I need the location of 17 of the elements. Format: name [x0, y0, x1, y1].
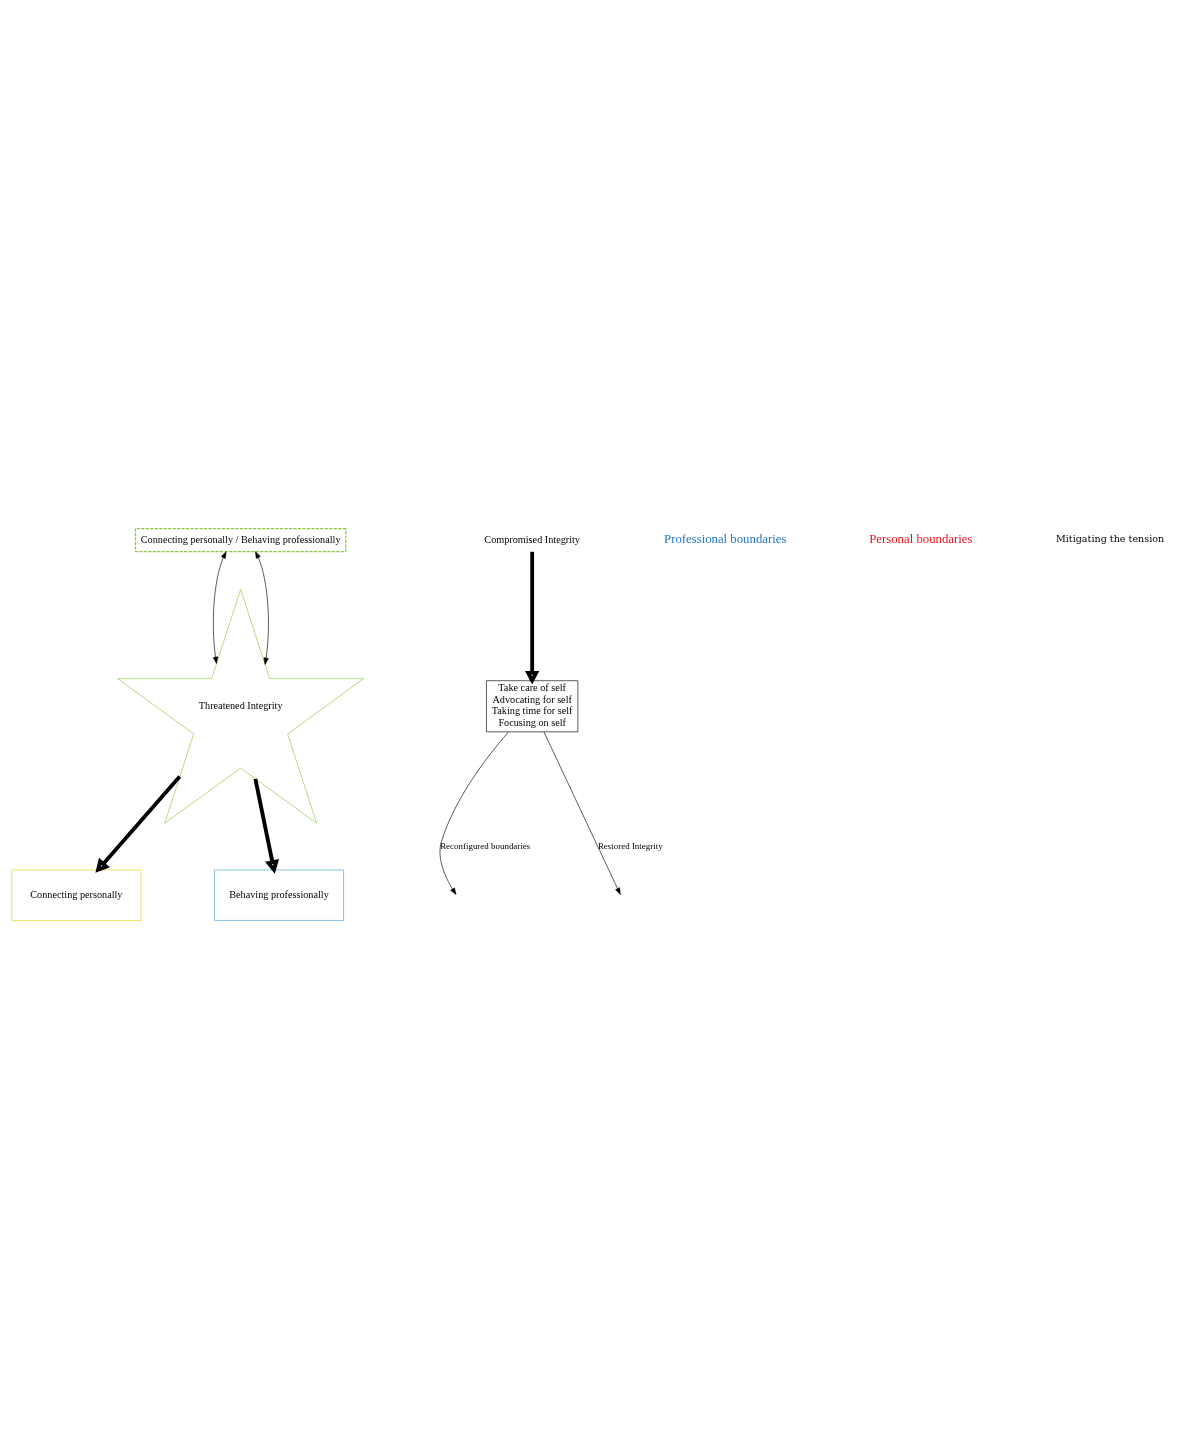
arrow [253, 778, 280, 874]
arrow [95, 774, 182, 873]
label: Mitigating the tension [1055, 532, 1165, 544]
node-box: Connecting personally [11, 869, 142, 921]
node-box: Take care of self Advocating for self Taking time for self Focusing on self [486, 679, 579, 732]
arrow [524, 551, 540, 685]
arrow [213, 550, 227, 664]
label: Personal boundaries [869, 531, 973, 546]
arrow [255, 550, 269, 665]
node-box: Connecting personally / Behaving professionally [134, 527, 347, 552]
arrow [543, 731, 621, 895]
edge-label: Reconfigured boundaries [440, 840, 531, 851]
edge-label: Restored Integrity [597, 840, 663, 851]
label: Professional boundaries [664, 531, 787, 546]
node-box: Behaving professionally [214, 869, 344, 921]
arrow [439, 731, 509, 895]
node-text: Compromised Integrity [484, 532, 580, 544]
